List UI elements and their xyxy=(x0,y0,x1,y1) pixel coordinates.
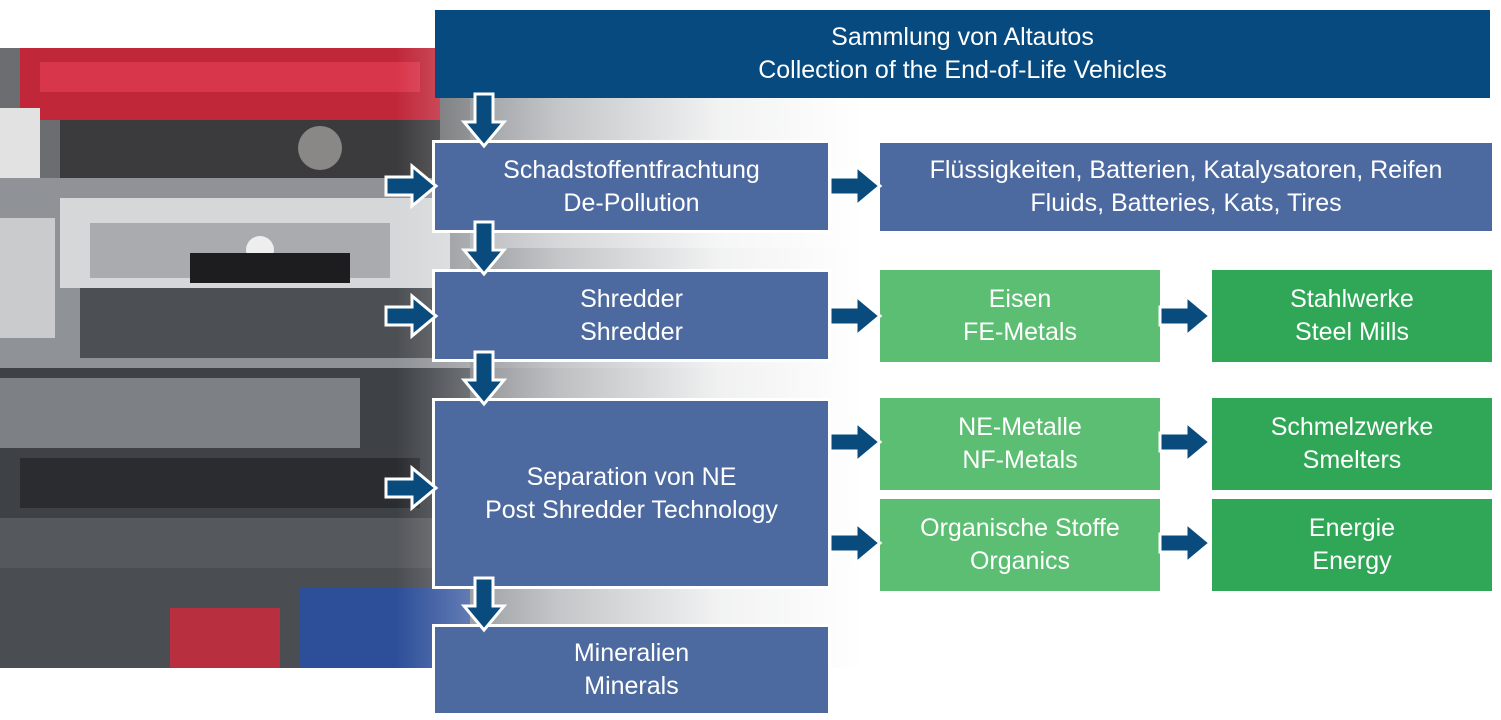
process-label-en: Minerals xyxy=(584,672,679,700)
destination-label-de: Stahlwerke xyxy=(1290,285,1414,313)
destination-box-steel: Stahlwerke Steel Mills xyxy=(1212,270,1492,362)
destination-label-de: Energie xyxy=(1308,514,1396,542)
arrow-down-shredder xyxy=(462,350,506,406)
process-label-de: Shredder xyxy=(580,284,683,313)
destination-label-en: Smelters xyxy=(1302,446,1402,474)
arrow-out-depollution xyxy=(828,164,882,208)
output-label-de: Eisen xyxy=(988,285,1052,313)
process-label-de: Mineralien xyxy=(573,639,690,667)
output-label-en: FE-Metals xyxy=(963,318,1077,346)
process-label-en: De-Pollution xyxy=(563,188,700,217)
process-box-shredder: Shredder Shredder xyxy=(432,269,831,362)
destination-label-en: Steel Mills xyxy=(1295,318,1409,346)
arrow-down-separation xyxy=(462,576,506,632)
process-box-depollution: Schadstoffentfrachtung De-Pollution xyxy=(432,140,831,233)
arrow-out-shredder xyxy=(828,294,882,338)
destination-label-en: Energy xyxy=(1312,547,1392,575)
process-label-de: Schadstoffentfrachtung xyxy=(503,155,760,184)
destination-box-smelters: Schmelzwerke Smelters xyxy=(1212,398,1492,490)
header-line-1: Sammlung von Altautos xyxy=(831,23,1094,51)
arrow-out-organics xyxy=(828,521,882,565)
depollution-output-de: Flüssigkeiten, Batterien, Katalysatoren,… xyxy=(929,156,1443,184)
arrow-to-energy xyxy=(1158,521,1212,565)
output-box-nf: NE-Metalle NF-Metals xyxy=(880,398,1160,490)
output-box-fe: Eisen FE-Metals xyxy=(880,270,1160,362)
output-box-organics: Organische Stoffe Organics xyxy=(880,499,1160,591)
arrow-to-steel xyxy=(1158,294,1212,338)
header-line-2: Collection of the End-of-Life Vehicles xyxy=(758,56,1167,84)
process-label-de: Separation von NE xyxy=(526,462,737,491)
arrow-in-separation xyxy=(384,466,438,510)
arrow-down-depollution xyxy=(462,220,506,276)
output-label-en: Organics xyxy=(969,547,1071,575)
arrow-in-depollution xyxy=(384,164,438,208)
arrow-down-collection xyxy=(462,92,506,148)
process-label-en: Shredder xyxy=(580,317,683,346)
process-box-separation: Separation von NE Post Shredder Technolo… xyxy=(432,398,831,589)
arrow-to-smelters xyxy=(1158,420,1212,464)
depollution-output-en: Fluids, Batteries, Kats, Tires xyxy=(1030,189,1342,217)
output-label-de: Organische Stoffe xyxy=(920,514,1120,542)
destination-label-de: Schmelzwerke xyxy=(1270,413,1434,441)
output-label-de: NE-Metalle xyxy=(958,413,1082,441)
arrow-in-shredder xyxy=(384,294,438,338)
process-box-minerals: Mineralien Minerals xyxy=(432,624,831,716)
destination-box-energy: Energie Energy xyxy=(1212,499,1492,591)
depollution-output-box: Flüssigkeiten, Batterien, Katalysatoren,… xyxy=(880,143,1492,231)
output-label-en: NF-Metals xyxy=(962,446,1078,474)
process-label-en: Post Shredder Technology xyxy=(485,495,778,524)
arrow-out-nf xyxy=(828,420,882,464)
header-box: Sammlung von Altautos Collection of the … xyxy=(435,10,1490,98)
